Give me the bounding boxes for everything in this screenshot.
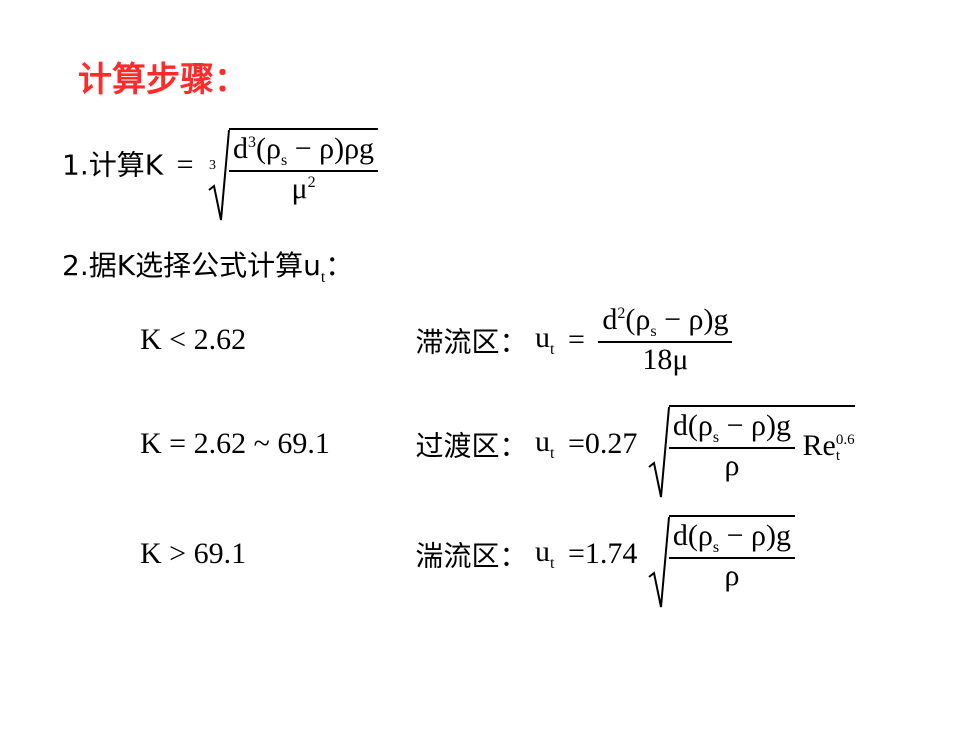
square-root: d(ρs − ρ)g ρ xyxy=(647,515,795,608)
row-laminar: K < 2.62 滞流区： ut = d2(ρs − ρ)g 18μ xyxy=(140,303,733,378)
step1-equals: = xyxy=(176,148,194,182)
cube-root: 3 d3(ρs − ρ)ρg μ2 xyxy=(207,128,379,221)
step1-fraction: d3(ρs − ρ)ρg μ2 xyxy=(229,132,379,207)
page-title: 计算步骤： xyxy=(78,60,248,100)
step1-denominator: μ2 xyxy=(291,172,316,206)
row-turbulent: K > 69.1 湍流区： ut =1.74 d(ρs − ρ)g ρ xyxy=(140,515,795,608)
radical-sign-icon xyxy=(648,406,670,498)
condition: K < 2.62 xyxy=(140,323,247,357)
step2-heading: 2.据K选择公式计算ut： xyxy=(62,249,354,286)
radical-sign-icon xyxy=(648,516,670,608)
radical-sign-icon xyxy=(208,129,230,221)
step1-numerator: d3(ρs − ρ)ρg xyxy=(229,132,379,173)
step1-label: 1.计算K xyxy=(62,148,164,182)
root-index: 3 xyxy=(209,158,216,173)
row-transition: K = 2.62 ~ 69.1 过渡区： ut =0.27 d(ρs − ρ)g… xyxy=(140,405,855,498)
condition: K = 2.62 ~ 69.1 xyxy=(140,427,330,461)
region-label: 过渡区： xyxy=(415,429,528,463)
region-label: 湍流区： xyxy=(415,539,528,573)
step1-formula: 1.计算K = 3 d3(ρs − ρ)ρg μ2 xyxy=(62,128,379,221)
region-label: 滞流区： xyxy=(415,325,528,359)
condition: K > 69.1 xyxy=(140,537,247,571)
laminar-fraction: d2(ρs − ρ)g 18μ xyxy=(598,303,733,378)
